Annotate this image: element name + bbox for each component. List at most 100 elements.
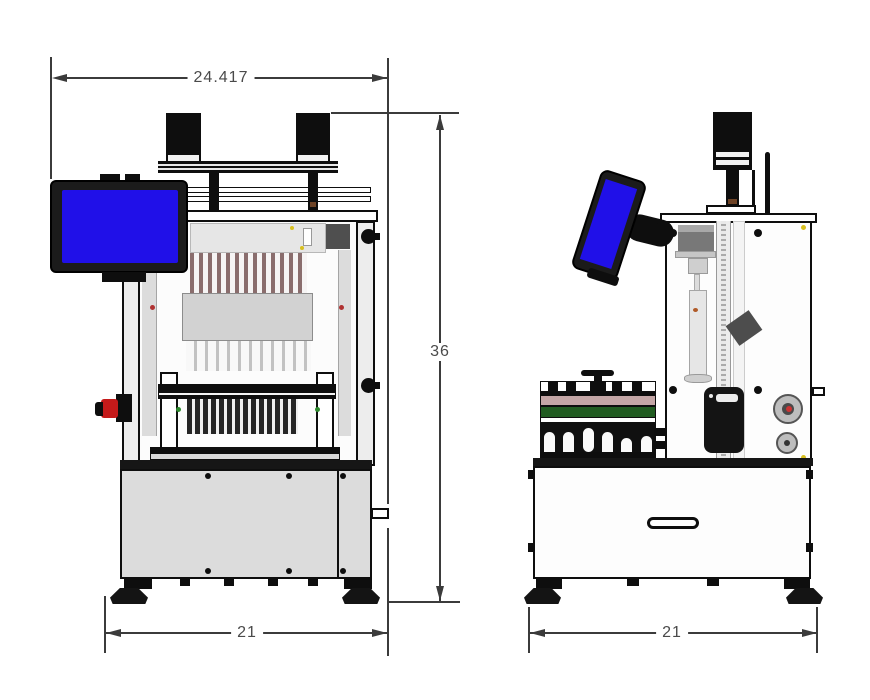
dispense-head-block [182,293,313,341]
foot-mount [344,579,372,589]
bottom-tab [180,579,190,586]
sensor-red-left [150,305,155,310]
leveling-foot-left [524,588,561,604]
extension-line-front-base-left [104,596,106,653]
clamp-knob-stem [373,382,380,389]
extension-line-height-bottom [389,601,460,603]
dimension-label-overall-height: 36 [424,343,456,361]
monitor-arm-pivot [652,222,674,244]
base-nub [806,543,813,552]
inner-column-right [338,250,351,436]
arrowhead-left [52,74,67,82]
arrowhead-left [106,629,121,637]
foot-mount [124,579,152,589]
fixture-comb-teeth [187,399,298,434]
clamp-knob-stem [373,233,380,240]
tray-rail-line [540,392,656,395]
label-chip [303,228,312,246]
extension-line-right-width [387,58,389,504]
motor-stem [726,170,739,207]
screw-yellow [300,246,304,250]
tray-connector [654,441,667,449]
arrowhead-left [530,629,545,637]
lead-screw [721,221,726,461]
base-nub [806,470,813,479]
tray-arch [582,428,594,452]
sensor-red-right [339,305,344,310]
tray-arch [544,432,556,452]
panel-screw [205,473,211,479]
right-tab [812,387,825,396]
tray-arch [621,438,633,452]
leveling-foot-right [786,588,823,604]
tray-arch [563,432,575,452]
tray-arch [602,432,614,452]
fixture-bar-lower-edge [158,396,336,399]
arrowhead-up [436,115,444,130]
tray-connector [654,428,667,436]
side-handle [371,508,389,519]
dimension-label-side-base-width: 21 [656,624,688,642]
gantry-rail-upper [168,187,371,193]
base-nub [528,470,535,479]
tray-pink-stripe [540,395,656,406]
tray-post [548,381,558,392]
gantry-beam-groove [158,164,338,166]
monitor-top-tab [125,174,140,182]
motor-stripe [716,160,749,165]
inner-motor-cap [678,225,714,232]
fixture-top-bar [158,384,336,392]
fixture-rail-upper [150,447,340,453]
fixture-rail-lower [150,453,340,460]
tray-post [590,381,606,392]
foot-mount [536,579,562,589]
motor-bracket-line [752,170,755,208]
dimension-label-overall-width: 24.417 [187,69,255,87]
fixture-bar-groove [158,392,336,396]
plate-hole [709,394,713,398]
gantry-post-right [308,172,318,212]
tray-bottom-rail [540,452,656,458]
arrowhead-right [372,74,387,82]
panel-screw [754,229,762,237]
controller-box [326,224,350,249]
base-nub [528,543,535,552]
extension-line-height-top [331,112,459,114]
led-green-left [176,407,181,412]
sensor-orange [693,308,698,312]
bottom-tab [707,579,719,586]
extension-line-side-base-left [528,607,530,653]
clamp-knob-upper [361,229,376,244]
estop-cap [95,402,103,416]
extension-line-side-base-right [816,607,818,653]
foot-mount [784,579,810,589]
leveling-foot-right [342,588,380,604]
screw-yellow [801,455,806,460]
gantry-beam-groove [158,168,338,170]
extension-line-right-width-lower [387,528,389,656]
tray-white-gap [540,418,656,422]
syringe-block [688,258,708,274]
coupler [728,199,737,204]
syringe-body [689,290,707,378]
frame-post-right [356,221,375,466]
side-table-band [533,458,813,466]
antenna-rod [765,152,770,214]
tray-arch [640,436,652,452]
motor-stripe [716,152,749,157]
syringe-rack [190,253,307,293]
base-divider [337,469,339,579]
tray-arch-band [540,422,656,452]
arrowhead-down [436,586,444,601]
motor-stripe [168,155,199,161]
bottom-tab [627,579,639,586]
syringe-flange [684,374,712,383]
roller-red-center [786,406,792,412]
extension-line-left-width [50,57,52,179]
arrowhead-right [372,629,387,637]
gantry-post-left [209,172,219,212]
tube-rack [186,341,311,371]
estop-bracket [116,394,132,422]
inner-column-left [142,250,157,436]
panel-screw [205,568,211,574]
